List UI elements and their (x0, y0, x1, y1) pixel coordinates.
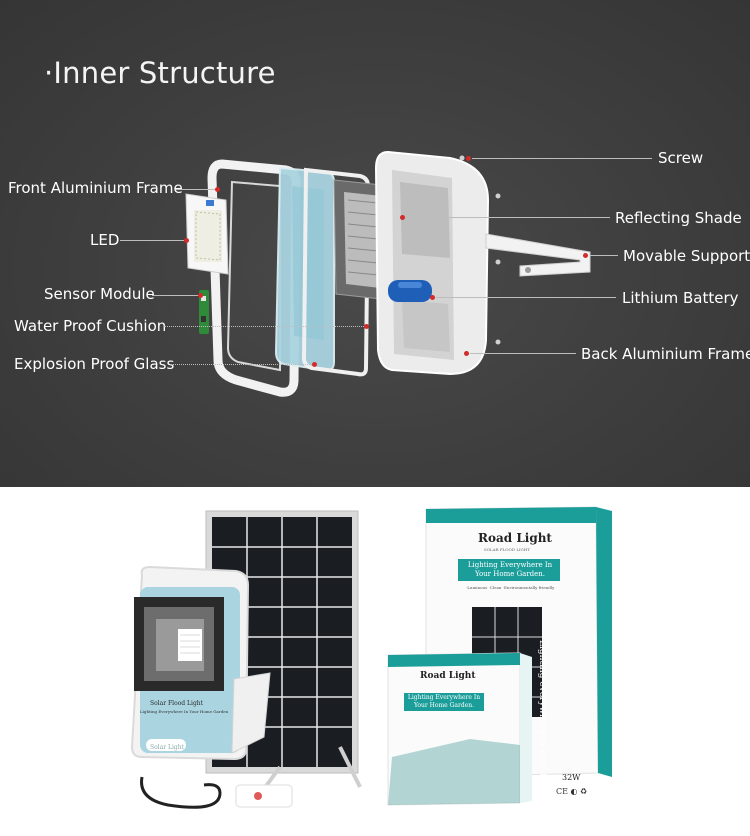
label-sensor: Sensor Module (44, 285, 155, 303)
label-front-frame: Front Aluminium Frame (8, 179, 183, 197)
leader-line (436, 297, 616, 298)
leader-line (120, 240, 184, 241)
label-glass: Explosion Proof Glass (14, 355, 175, 373)
leader-line (472, 158, 652, 159)
label-battery: Lithium Battery (622, 289, 739, 307)
flood-light-image (130, 565, 271, 761)
leader-line (470, 353, 576, 354)
sensor-module-part (199, 290, 209, 334)
support-part (485, 233, 591, 277)
box-features: ·Luminous ·Clean ·Environmentally friend… (466, 585, 555, 590)
leader-line (152, 295, 198, 296)
exploded-view-illustration (185, 150, 591, 397)
small-box-headline-2: Your Home Garden. (413, 702, 475, 709)
label-screw: Screw (658, 149, 704, 167)
marker-dot (400, 215, 405, 220)
leader-line (590, 255, 618, 256)
product-photos-panel: Solar Flood Light Lighting Everywhere In… (0, 487, 750, 836)
cable-and-remote (140, 776, 293, 809)
marker-dot (198, 293, 203, 298)
leader-line (164, 326, 364, 327)
lamp-brand: Solar Flood Light (150, 700, 204, 707)
small-box-brand: Road Light (420, 671, 476, 681)
box-headline-1: Lighting Everywhere In (467, 561, 553, 569)
label-support: Movable Support (623, 247, 750, 265)
label-back-frame: Back Aluminium Frame (581, 345, 750, 363)
small-box-headline-1: Lighting Everywhere In (407, 694, 481, 701)
inner-structure-panel: ·Inner Structure (0, 0, 750, 487)
marker-dot (364, 324, 369, 329)
marker-dot (430, 295, 435, 300)
label-cushion: Water Proof Cushion (14, 317, 167, 335)
label-led: LED (90, 231, 120, 249)
marker-dot (312, 362, 317, 367)
marker-dot (215, 187, 220, 192)
led-board-part (185, 193, 229, 275)
marker-dot (464, 351, 469, 356)
box-side-text-span: Lighting everywhere in your home garden. (537, 640, 547, 836)
box-certs: CE ◐ ♻ (556, 787, 588, 796)
screw-parts (459, 155, 501, 345)
lamp-tagline: Lighting Everywhere In Your Home Garden (140, 709, 229, 714)
leader-line (176, 189, 216, 190)
label-shade: Reflecting Shade (615, 209, 742, 227)
box-brand: Road Light (478, 531, 552, 545)
box-headline-2: Your Home Garden. (474, 570, 546, 578)
marker-dot (184, 238, 189, 243)
product-illustration (130, 506, 612, 809)
leader-line (406, 217, 610, 218)
box-wattage: 32W (562, 773, 581, 782)
back-housing-part (374, 150, 490, 376)
small-box-image (387, 652, 532, 806)
battery-part (388, 280, 432, 302)
leader-line (170, 364, 312, 365)
lamp-badge: Solar Light (150, 744, 185, 751)
marker-dot (583, 253, 588, 258)
box-brand-sub: SOLAR FLOOD LIGHT (484, 547, 530, 552)
marker-dot (466, 156, 471, 161)
section-title: ·Inner Structure (44, 56, 276, 90)
